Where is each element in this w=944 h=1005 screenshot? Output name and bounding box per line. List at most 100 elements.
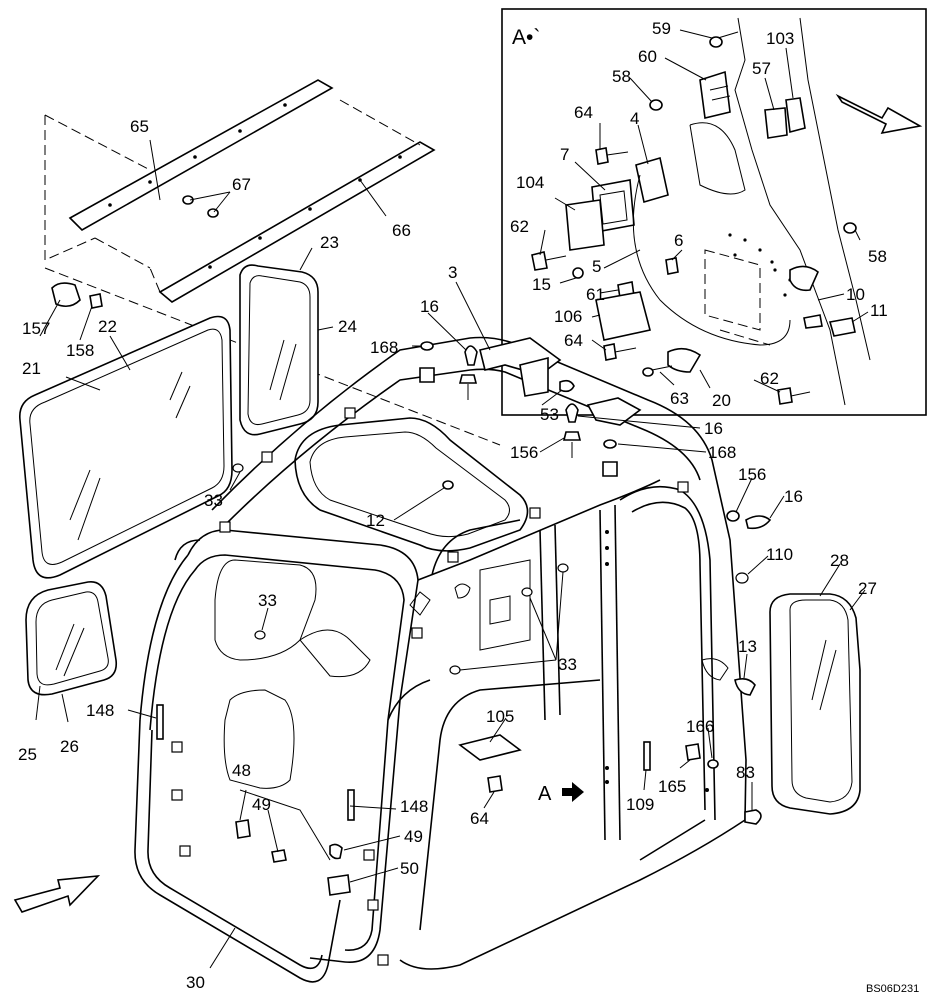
label-110: 110 bbox=[766, 545, 793, 564]
clip-6 bbox=[665, 257, 679, 275]
nut-156c bbox=[726, 510, 740, 522]
drawing-code: BS06D231 bbox=[866, 983, 919, 995]
label-62-upper: 62 bbox=[510, 217, 529, 236]
leader-lines bbox=[35, 29, 869, 969]
label-109: 109 bbox=[626, 795, 654, 814]
switch-4 bbox=[635, 156, 669, 204]
label-7: 7 bbox=[560, 145, 569, 164]
grommet-15 bbox=[572, 267, 584, 279]
plate-103 bbox=[785, 97, 806, 134]
bumper-16a bbox=[464, 345, 478, 366]
bolt-64-floor bbox=[487, 775, 503, 793]
bolt-83 bbox=[744, 809, 762, 825]
bolt-59 bbox=[709, 31, 739, 48]
label-148-upper: 148 bbox=[86, 701, 114, 720]
grommet-10 bbox=[789, 265, 819, 292]
bracket-48 bbox=[235, 819, 251, 839]
label-64-floor: 64 bbox=[470, 809, 489, 828]
label-33-c: 33 bbox=[558, 655, 577, 674]
nut-156a bbox=[458, 374, 478, 384]
cab-frame bbox=[134, 336, 756, 983]
label-22: 22 bbox=[98, 317, 117, 336]
detail-view-frame bbox=[501, 8, 927, 416]
label-156-a: 156 bbox=[510, 443, 538, 462]
screw-158 bbox=[89, 293, 103, 309]
roof-strip-66 bbox=[158, 141, 436, 303]
front-arrow-icon bbox=[13, 874, 101, 913]
screws-67 bbox=[182, 195, 219, 218]
bolts-49 bbox=[271, 843, 343, 863]
label-59: 59 bbox=[652, 19, 671, 38]
grommet-13-seat bbox=[701, 658, 729, 681]
quarter-glass-25 bbox=[25, 580, 118, 696]
label-4: 4 bbox=[630, 109, 639, 128]
label-23: 23 bbox=[320, 233, 339, 252]
label-16-a: 16 bbox=[420, 297, 439, 316]
cap-12 bbox=[442, 480, 454, 490]
switch-57 bbox=[764, 107, 788, 139]
label-60: 60 bbox=[638, 47, 657, 66]
label-168-upper: 168 bbox=[370, 338, 398, 357]
label-64-lower: 64 bbox=[564, 331, 583, 350]
label-16-b: 16 bbox=[704, 419, 723, 438]
label-25: 25 bbox=[18, 745, 37, 764]
label-156-b: 156 bbox=[738, 465, 766, 484]
nut-156b bbox=[562, 431, 582, 441]
bracket-50 bbox=[327, 874, 351, 896]
label-49-b: 49 bbox=[404, 827, 423, 846]
clip-157 bbox=[51, 282, 81, 308]
bracket-60 bbox=[699, 70, 731, 119]
strip-148-lower bbox=[347, 789, 355, 821]
label-20: 20 bbox=[712, 391, 731, 410]
label-24: 24 bbox=[338, 317, 357, 336]
screw-63 bbox=[642, 365, 673, 377]
bracket-106 bbox=[595, 291, 651, 341]
label-63: 63 bbox=[670, 389, 689, 408]
label-165: 165 bbox=[658, 777, 686, 796]
label-3: 3 bbox=[448, 263, 457, 282]
label-57: 57 bbox=[752, 59, 771, 78]
label-33-b: 33 bbox=[258, 591, 277, 610]
spacers-168 bbox=[419, 341, 618, 477]
bolt-62-upper bbox=[531, 251, 567, 271]
label-105: 105 bbox=[486, 707, 514, 726]
label-53: 53 bbox=[540, 405, 559, 424]
grommet-13 bbox=[734, 678, 756, 696]
direction-arrow-icon bbox=[835, 93, 923, 135]
label-104: 104 bbox=[516, 173, 544, 192]
grommets-33 bbox=[232, 463, 749, 675]
spacer-165 bbox=[685, 743, 701, 761]
bracket-3 bbox=[479, 337, 562, 397]
label-5: 5 bbox=[592, 257, 601, 276]
strip-148-upper bbox=[156, 704, 164, 740]
label-158: 158 bbox=[66, 341, 94, 360]
label-67: 67 bbox=[232, 175, 251, 194]
label-83: 83 bbox=[736, 763, 755, 782]
detail-view-a: A•` bbox=[501, 8, 927, 416]
label-64-upper: 64 bbox=[574, 103, 593, 122]
bumper-16c bbox=[745, 515, 772, 530]
label-166: 166 bbox=[686, 717, 714, 736]
grommet-53 bbox=[559, 379, 575, 393]
detail-view-label: A•` bbox=[512, 26, 540, 49]
label-13: 13 bbox=[738, 637, 757, 656]
label-168-lower: 168 bbox=[708, 443, 736, 462]
label-62-lower: 62 bbox=[760, 369, 779, 388]
bumper-16b bbox=[565, 403, 579, 423]
label-61: 61 bbox=[586, 285, 605, 304]
label-65: 65 bbox=[130, 117, 149, 136]
cover-104 bbox=[565, 199, 605, 251]
label-58-lower: 58 bbox=[868, 247, 887, 266]
front-glass-21 bbox=[18, 315, 233, 579]
label-10: 10 bbox=[846, 285, 865, 304]
screw-58-upper bbox=[649, 99, 663, 111]
label-11: 11 bbox=[870, 301, 888, 320]
bolt-64-upper bbox=[595, 147, 629, 165]
bracket-11 bbox=[828, 317, 856, 337]
label-58-upper: 58 bbox=[612, 67, 631, 86]
screw-58-lower bbox=[843, 222, 857, 234]
bolt-64-lower bbox=[603, 343, 637, 361]
part-labels: 59 60 103 57 58 64 4 7 104 62 6 58 5 15 … bbox=[18, 19, 888, 992]
strip-109 bbox=[643, 741, 651, 771]
